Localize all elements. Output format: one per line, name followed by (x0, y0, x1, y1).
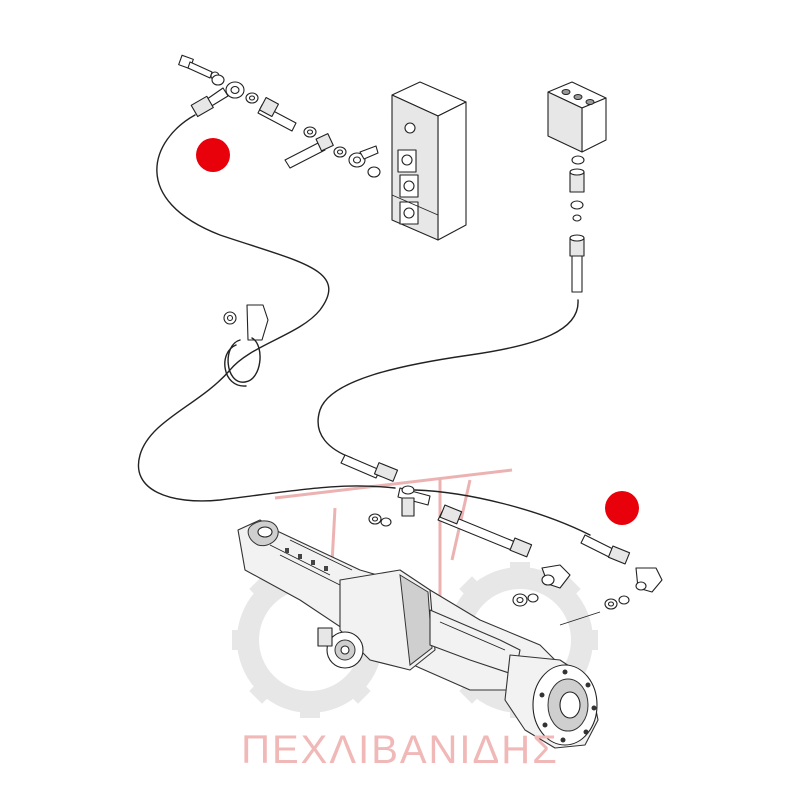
hose-right (317, 299, 579, 459)
hose-clamp (223, 304, 269, 387)
valve-block (391, 81, 467, 241)
elbow-fitting-left (541, 564, 571, 589)
banjo-fitting-mid (348, 145, 379, 168)
washer-top-3 (303, 126, 317, 138)
marker-dot-left (196, 138, 230, 172)
washer-top-4 (333, 146, 347, 158)
hose-end-right (580, 534, 631, 565)
washers-lower-mid (512, 593, 539, 607)
hose-lower (414, 489, 591, 536)
front-axle-assembly (237, 519, 601, 749)
distribution-block (547, 81, 607, 153)
marker-dot-right (605, 491, 639, 525)
washers-lower-left (368, 513, 392, 527)
hose-end-center (340, 454, 399, 482)
elbow-fitting-right (635, 567, 663, 593)
adapter-top-left (257, 96, 297, 132)
washer-top-1 (211, 74, 225, 86)
banjo-fitting-left (190, 81, 245, 118)
tee-fitting (397, 485, 431, 517)
washer-top-2 (245, 92, 259, 104)
pipe-lower-center (437, 504, 533, 558)
adapter-mid-left (284, 133, 334, 169)
right-fitting-stack (569, 155, 585, 293)
bolt-top-left (178, 54, 220, 81)
watermark-brand-text: ΠΕΧΛΙΒΑΝΙΔΗΣ (241, 728, 559, 772)
washer-top-5 (367, 166, 381, 178)
hose-left (137, 114, 396, 502)
washers-lower-right (604, 595, 630, 610)
